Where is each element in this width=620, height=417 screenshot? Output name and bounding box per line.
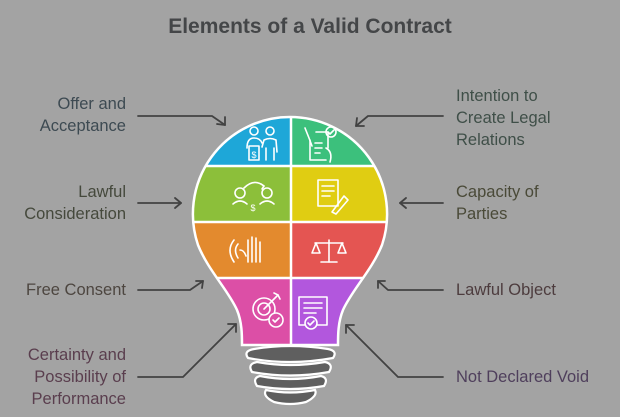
document-pen-icon <box>317 179 349 215</box>
label-line: Consideration <box>24 205 126 223</box>
arrow-intention-legal-relations <box>355 115 444 127</box>
arrow-certainty-performance <box>137 323 237 378</box>
arrow-capacity-of-parties <box>399 197 444 209</box>
label-intention-legal-relations: Intention to Create Legal Relations <box>456 85 550 151</box>
target-check-icon <box>252 292 284 328</box>
label-line: Offer and <box>57 95 127 113</box>
arrow-lawful-consideration <box>137 197 182 209</box>
label-line: Certainty and <box>27 346 126 364</box>
label-line: Not Declared Void <box>456 368 589 386</box>
arrow-not-declared-void <box>345 324 444 378</box>
label-offer-and-acceptance: Offer and Acceptance <box>40 93 126 137</box>
label-line: Free Consent <box>26 281 126 299</box>
svg-text:$: $ <box>250 203 255 213</box>
label-lawful-object: Lawful Object <box>456 279 556 301</box>
raised-hand-icon <box>229 236 261 263</box>
label-line: Possibility of <box>34 368 126 386</box>
label-line: Lawful Object <box>456 281 556 299</box>
label-capacity-of-parties: Capacity of Parties <box>456 181 539 225</box>
svg-text:$: $ <box>251 150 256 160</box>
label-line: Create Legal <box>456 109 551 127</box>
bulb-segments <box>192 116 388 346</box>
document-sign-check-icon <box>304 126 337 163</box>
diagram-title: Elements of a Valid Contract <box>168 15 452 38</box>
label-certainty-performance: Certainty and Possibility of Performance <box>28 344 126 410</box>
label-line: Relations <box>456 131 525 149</box>
segment-lawful-consideration <box>192 166 291 222</box>
arrow-offer-and-acceptance <box>137 115 226 126</box>
label-line: Lawful <box>78 183 126 201</box>
bulb-base <box>245 344 336 406</box>
exchange-people-icon: $ <box>232 181 275 213</box>
label-line: Acceptance <box>39 117 126 135</box>
connector-arrows <box>137 115 444 378</box>
people-money-icon: $ <box>246 126 278 161</box>
arrow-free-consent <box>137 280 204 291</box>
segment-capacity-of-parties <box>291 166 388 222</box>
label-line: Performance <box>31 390 126 408</box>
label-not-declared-void: Not Declared Void <box>456 366 589 388</box>
label-line: Capacity of <box>456 183 539 201</box>
arrow-lawful-object <box>377 280 444 291</box>
label-free-consent: Free Consent <box>26 279 126 301</box>
scales-icon <box>311 239 347 263</box>
label-lawful-consideration: Lawful Consideration <box>24 181 126 225</box>
label-line: Intention to <box>456 87 538 105</box>
label-line: Parties <box>456 205 508 223</box>
certificate-check-icon <box>298 296 328 330</box>
